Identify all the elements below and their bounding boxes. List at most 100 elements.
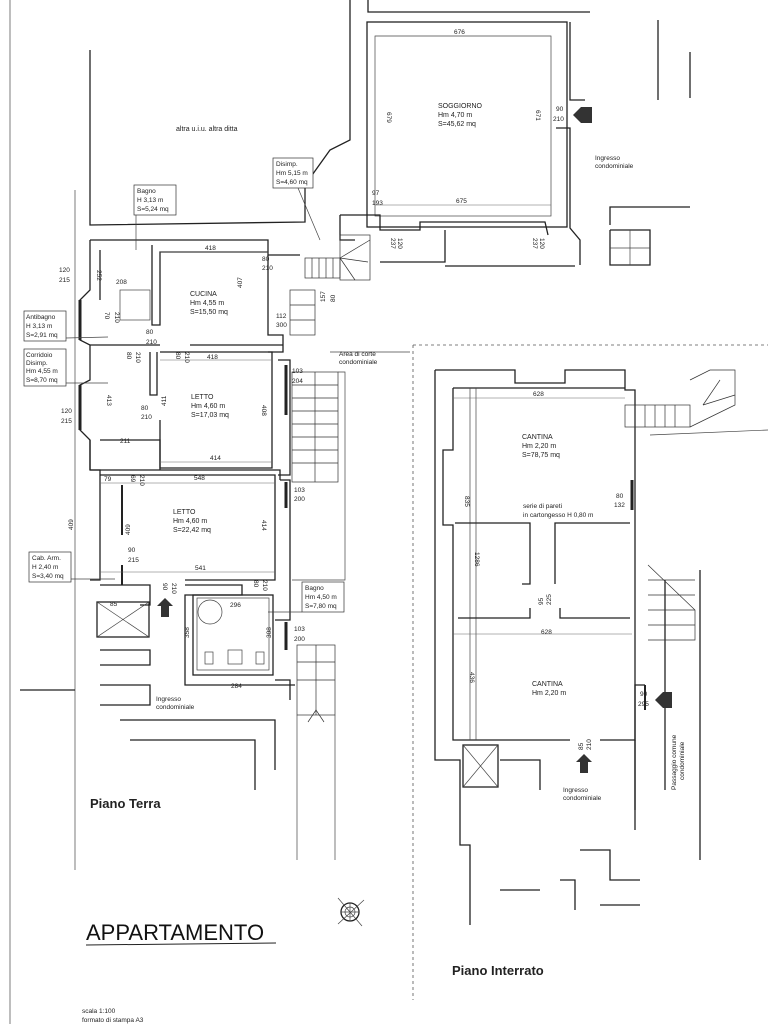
entrance-arrow-icon xyxy=(157,598,173,617)
svg-text:120: 120 xyxy=(396,238,403,249)
svg-text:S=17,03 mq: S=17,03 mq xyxy=(191,412,229,419)
svg-text:Hm 5,15 m: Hm 5,15 m xyxy=(276,170,308,177)
svg-text:LETTO: LETTO xyxy=(191,394,214,401)
svg-text:210: 210 xyxy=(134,352,141,363)
svg-text:80: 80 xyxy=(616,493,624,500)
svg-text:409: 409 xyxy=(125,524,132,535)
room-letto-2: LETTO Hm 4,60 m S=22,42 mq xyxy=(173,509,211,534)
svg-text:H 3,13 m: H 3,13 m xyxy=(137,197,163,204)
svg-text:676: 676 xyxy=(454,29,465,36)
svg-text:204: 204 xyxy=(292,378,303,385)
svg-text:215: 215 xyxy=(61,418,72,425)
svg-text:80: 80 xyxy=(174,352,181,360)
svg-text:210: 210 xyxy=(141,414,152,421)
svg-text:79: 79 xyxy=(104,476,112,483)
partition-note: serie di pareti xyxy=(523,503,562,510)
neighbor-label: altra u.i.u. altra ditta xyxy=(176,126,238,133)
svg-text:300: 300 xyxy=(276,322,287,329)
room-cantina-1: CANTINA Hm 2,20 m S=78,75 mq xyxy=(522,434,560,459)
svg-text:200: 200 xyxy=(294,496,305,503)
drawing-title: APPARTAMENTO xyxy=(86,920,264,945)
svg-text:85: 85 xyxy=(110,601,118,608)
svg-text:414: 414 xyxy=(210,455,221,462)
room-soggiorno: SOGGIORNO Hm 4,70 m S=45,62 mq xyxy=(438,103,483,128)
svg-text:679: 679 xyxy=(385,112,392,123)
compass-rose-icon xyxy=(337,897,365,927)
svg-text:407: 407 xyxy=(237,277,244,288)
entrance-arrow-icon xyxy=(655,692,672,708)
scale-label: scala 1:100 xyxy=(82,1008,116,1015)
svg-text:215: 215 xyxy=(128,557,139,564)
piano-terra-walls xyxy=(20,0,691,870)
svg-text:H 3,13 m: H 3,13 m xyxy=(26,323,52,330)
svg-text:97: 97 xyxy=(372,190,380,197)
svg-text:80: 80 xyxy=(146,329,154,336)
entrance-label: condominiale xyxy=(156,704,195,711)
svg-text:120: 120 xyxy=(61,408,72,415)
callout-bagno-1: Bagno H 3,13 m S=5,24 mq xyxy=(133,184,177,250)
svg-text:S=7,80 mq: S=7,80 mq xyxy=(305,603,337,610)
svg-text:210: 210 xyxy=(170,583,177,594)
svg-text:112: 112 xyxy=(276,313,287,320)
svg-text:541: 541 xyxy=(195,565,206,572)
svg-text:295: 295 xyxy=(638,701,649,708)
svg-text:90: 90 xyxy=(556,106,564,113)
svg-text:S=15,50 mq: S=15,50 mq xyxy=(190,309,228,316)
print-format-label: formato di stampa A3 xyxy=(82,1017,144,1024)
passage-label: condominiale xyxy=(679,741,686,780)
svg-text:85: 85 xyxy=(578,742,585,750)
svg-text:835: 835 xyxy=(463,496,470,507)
callout-antibagno: Antibagno H 3,13 m S=2,91 mq xyxy=(23,310,109,342)
svg-text:411: 411 xyxy=(161,395,168,406)
courtyard-label: Area di corte xyxy=(339,351,376,358)
svg-text:296: 296 xyxy=(230,602,241,609)
svg-text:90: 90 xyxy=(640,691,648,698)
svg-text:225: 225 xyxy=(546,594,553,605)
svg-text:S=78,75 mq: S=78,75 mq xyxy=(522,452,560,459)
piano-interrato-dimensions: 628 835 80 132 1286 95 225 628 436 90 29… xyxy=(463,391,649,750)
room-cucina: CUCINA Hm 4,55 m S=15,50 mq xyxy=(190,291,228,316)
piano-terra-dimensions: 676 679 671 90 210 675 97 193 120 237 12… xyxy=(59,29,564,690)
title-underline xyxy=(85,942,277,946)
svg-text:103: 103 xyxy=(294,487,305,494)
svg-text:H 2,40 m: H 2,40 m xyxy=(32,564,58,571)
svg-text:80: 80 xyxy=(141,405,149,412)
passage-label: Passaggio comune xyxy=(671,734,678,790)
svg-text:237: 237 xyxy=(531,238,538,249)
dimension-lines xyxy=(100,35,632,635)
svg-text:208: 208 xyxy=(116,279,127,286)
partition-note: in cartongesso H 0,80 m xyxy=(523,512,593,519)
room-cantina-2: CANTINA Hm 2,20 m xyxy=(532,681,566,697)
svg-text:413: 413 xyxy=(105,395,112,406)
piano-interrato-title: Piano Interrato xyxy=(452,963,544,978)
entrance-arrow-icon xyxy=(576,754,592,773)
room-letto-1: LETTO Hm 4,60 m S=17,03 mq xyxy=(191,394,229,419)
svg-text:358: 358 xyxy=(184,627,191,638)
svg-text:671: 671 xyxy=(534,110,541,121)
svg-text:CUCINA: CUCINA xyxy=(190,291,217,298)
svg-text:90: 90 xyxy=(128,547,136,554)
svg-text:548: 548 xyxy=(194,475,205,482)
svg-text:S=3,40 mq: S=3,40 mq xyxy=(32,573,64,580)
svg-text:90: 90 xyxy=(161,583,168,591)
callout-cab-arm: Cab. Arm. H 2,40 m S=3,40 mq xyxy=(28,551,115,583)
svg-text:Bagno: Bagno xyxy=(137,188,156,195)
svg-text:210: 210 xyxy=(146,339,157,346)
svg-text:Antibagno: Antibagno xyxy=(26,314,56,321)
entrance-label: condominiale xyxy=(595,163,634,170)
svg-text:120: 120 xyxy=(538,238,545,249)
svg-text:Hm 2,20 m: Hm 2,20 m xyxy=(522,443,556,450)
svg-text:80: 80 xyxy=(252,580,259,588)
callout-bagno-2: Bagno Hm 4,50 m S=7,80 mq xyxy=(268,581,345,613)
svg-text:408: 408 xyxy=(260,405,267,416)
svg-text:S=4,60 mq: S=4,60 mq xyxy=(276,179,308,186)
svg-text:210: 210 xyxy=(138,475,145,486)
svg-text:409: 409 xyxy=(68,519,75,530)
svg-text:628: 628 xyxy=(541,629,552,636)
svg-text:675: 675 xyxy=(456,198,467,205)
entrance-label: condominiale xyxy=(563,795,602,802)
svg-text:S=45,62 mq: S=45,62 mq xyxy=(438,121,476,128)
svg-text:215: 215 xyxy=(59,277,70,284)
svg-text:Hm 4,60 m: Hm 4,60 m xyxy=(173,518,207,525)
piano-terra-title: Piano Terra xyxy=(90,796,161,811)
